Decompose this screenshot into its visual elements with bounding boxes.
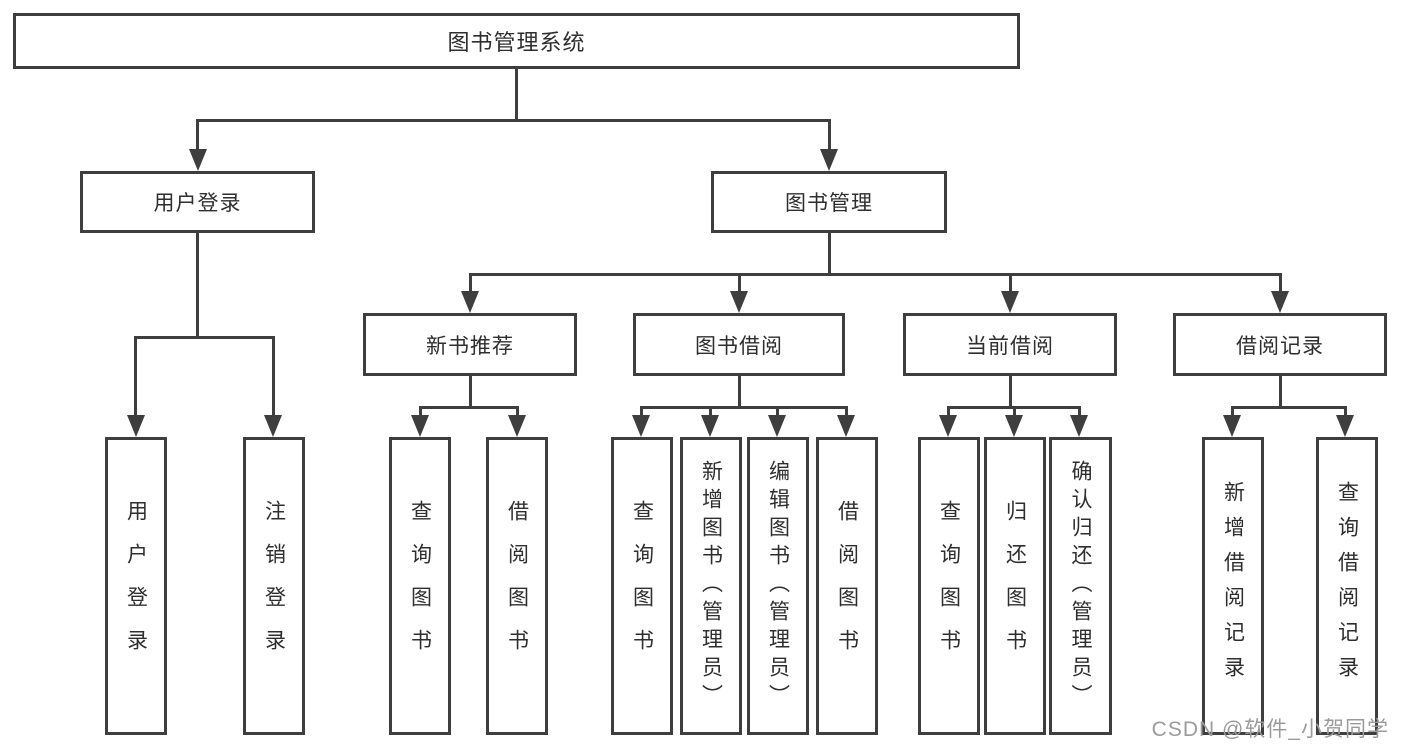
leaf-borrow-book-1: 借阅图书 <box>486 437 548 735</box>
connector-line <box>1078 406 1081 420</box>
connector-line <box>947 406 950 420</box>
connector-line <box>419 406 519 409</box>
connector-line <box>738 376 741 409</box>
node-label: 新增借阅记录 <box>1221 481 1245 691</box>
node-borrow-record: 借阅记录 <box>1173 313 1387 376</box>
connector-line <box>1231 406 1347 409</box>
connector-line <box>516 406 519 420</box>
node-root: 图书管理系统 <box>13 13 1020 69</box>
arrowhead-icon <box>264 415 282 437</box>
connector-line <box>134 336 275 339</box>
node-label: 确认归还（管理员） <box>1069 460 1092 712</box>
node-label: 新增图书（管理员） <box>699 460 723 712</box>
node-book-borrow: 图书借阅 <box>633 313 845 376</box>
arrowhead-icon <box>1336 415 1354 437</box>
arrowhead-icon <box>939 415 957 437</box>
connector-line <box>196 119 199 155</box>
connector-line <box>134 336 137 421</box>
leaf-confirm-return-admin: 确认归还（管理员） <box>1049 437 1112 735</box>
connector-line <box>469 376 472 409</box>
arrowhead-icon <box>189 149 207 171</box>
arrowhead-icon <box>127 415 145 437</box>
node-new-book-recommend: 新书推荐 <box>363 313 577 376</box>
connector-line <box>1344 406 1347 420</box>
connector-line <box>1009 376 1012 409</box>
leaf-user-login: 用户登录 <box>105 437 167 735</box>
node-label: 用户登录 <box>124 500 148 672</box>
arrowhead-icon <box>820 149 838 171</box>
node-label: 注销登录 <box>262 500 286 672</box>
connector-line <box>640 406 643 420</box>
arrowhead-icon <box>1271 291 1289 313</box>
connector-line <box>640 406 848 409</box>
arrowhead-icon <box>1223 415 1241 437</box>
leaf-query-book-3: 查询图书 <box>918 437 980 735</box>
leaf-query-borrow-record: 查询借阅记录 <box>1316 437 1378 735</box>
node-label: 编辑图书（管理员） <box>766 460 790 712</box>
node-label: 新书推荐 <box>426 334 514 358</box>
watermark: CSDN @软件_小贺同学 <box>1151 718 1389 741</box>
arrowhead-icon <box>508 415 526 437</box>
connector-line <box>709 406 712 420</box>
node-label: 用户登录 <box>153 192 242 215</box>
arrowhead-icon <box>1005 415 1023 437</box>
connector-line <box>738 273 741 297</box>
node-label: 借阅图书 <box>505 500 529 672</box>
arrowhead-icon <box>730 291 748 313</box>
arrowhead-icon <box>411 415 429 437</box>
arrowhead-icon <box>1001 291 1019 313</box>
connector-line <box>196 119 830 122</box>
connector-line <box>469 273 472 297</box>
arrowhead-icon <box>632 415 650 437</box>
connector-line <box>828 233 831 275</box>
node-label: 归还图书 <box>1003 500 1027 672</box>
leaf-return-book: 归还图书 <box>984 437 1046 735</box>
connector-line <box>469 273 1281 276</box>
node-label: 图书管理系统 <box>447 30 586 55</box>
connector-line <box>419 406 422 420</box>
connector-line <box>1009 273 1012 297</box>
arrowhead-icon <box>768 415 786 437</box>
connector-line <box>196 233 199 338</box>
node-label: 当前借阅 <box>966 334 1054 358</box>
connector-line <box>515 68 518 120</box>
connector-line <box>1279 376 1282 409</box>
node-label: 查询图书 <box>630 500 654 672</box>
leaf-logout: 注销登录 <box>243 437 305 735</box>
arrowhead-icon <box>837 415 855 437</box>
leaf-edit-book-admin: 编辑图书（管理员） <box>747 437 809 735</box>
node-book-management-branch: 图书管理 <box>711 171 947 233</box>
connector-line <box>1279 273 1282 297</box>
connector-line <box>828 119 831 155</box>
node-user-login-branch: 用户登录 <box>80 171 315 233</box>
leaf-add-borrow-record: 新增借阅记录 <box>1202 437 1264 735</box>
arrowhead-icon <box>701 415 719 437</box>
node-label: 借阅记录 <box>1236 334 1324 358</box>
node-label: 图书管理 <box>785 192 873 215</box>
leaf-query-book-1: 查询图书 <box>389 437 451 735</box>
connector-line <box>845 406 848 420</box>
arrowhead-icon <box>1070 415 1088 437</box>
node-label: 查询图书 <box>937 500 961 672</box>
node-label: 查询借阅记录 <box>1335 481 1359 691</box>
arrowhead-icon <box>461 291 479 313</box>
node-label: 查询图书 <box>408 500 432 672</box>
leaf-add-book-admin: 新增图书（管理员） <box>680 437 742 735</box>
connector-line <box>1013 406 1016 420</box>
leaf-borrow-book-2: 借阅图书 <box>816 437 878 735</box>
connector-line <box>776 406 779 420</box>
node-label: 图书借阅 <box>695 334 783 358</box>
node-label: 借阅图书 <box>835 500 859 672</box>
leaf-query-book-2: 查询图书 <box>611 437 673 735</box>
connector-line <box>272 336 275 421</box>
node-current-borrow: 当前借阅 <box>903 313 1117 376</box>
connector-line <box>1231 406 1234 420</box>
